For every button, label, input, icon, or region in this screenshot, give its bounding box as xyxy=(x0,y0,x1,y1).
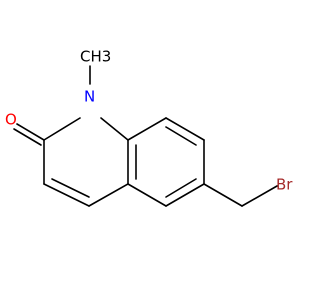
bromine-label: Br xyxy=(276,176,293,194)
bond-c8a-c8 xyxy=(127,117,167,141)
bond-c8a-n xyxy=(100,117,129,141)
methyl-label: CH3 xyxy=(80,48,111,66)
bond-c6-c5 xyxy=(165,183,205,207)
bond-c8-c7-inner xyxy=(165,126,197,146)
bond-c6-c5-inner xyxy=(165,178,197,198)
bond-c4-c4a xyxy=(88,183,129,207)
bond-layer xyxy=(13,65,278,207)
bond-ch2-br xyxy=(241,185,278,207)
bond-c3-c4-inner xyxy=(51,178,90,198)
molecule-structure: CH3 N O Br xyxy=(5,48,293,207)
atom-label-layer: CH3 N O Br xyxy=(5,48,293,194)
bond-c6-ch2 xyxy=(203,183,243,207)
bond-c3-c4 xyxy=(43,183,90,207)
carbonyl-bond-outer xyxy=(16,123,45,141)
nitrogen-label: N xyxy=(84,88,95,106)
carbonyl-bond-inner xyxy=(13,128,42,146)
bond-c5-c4a xyxy=(127,183,167,207)
bond-c8-c7 xyxy=(165,117,205,141)
bond-n-carbonyl-carbon xyxy=(43,117,81,141)
oxygen-label: O xyxy=(5,111,17,129)
